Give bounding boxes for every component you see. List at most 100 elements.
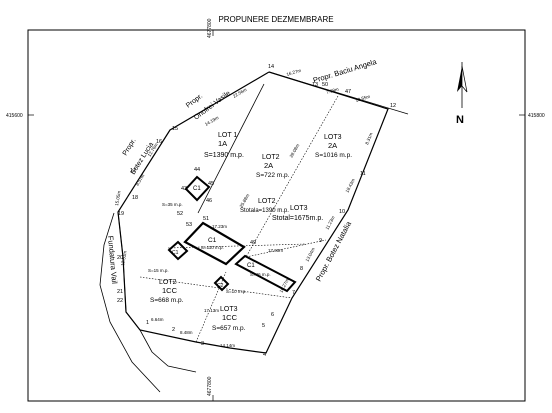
point-label: 19 <box>118 211 124 217</box>
distance-label: 14.14m <box>220 343 235 348</box>
north-arrow-icon <box>457 62 468 108</box>
point-label: 46 <box>206 198 212 204</box>
point-label: 52 <box>177 211 183 217</box>
plan-title: PROPUNERE DEZMEMBRARE <box>218 15 333 24</box>
road-edge-left <box>99 212 161 393</box>
c2-small-label: C2 <box>217 283 224 289</box>
distance-label: 18.55m <box>355 94 371 103</box>
lot2total-area: Stotala=1390 m.p. <box>240 208 289 214</box>
lot-line-5 <box>167 243 307 249</box>
point-label: 2 <box>172 327 175 333</box>
lot3total-name: LOT3 <box>290 205 308 212</box>
owner-botez-lucia-1: Propr. <box>122 137 138 157</box>
distance-label: 17.23m <box>212 224 227 229</box>
lot3a-area: S=1016 m.p. <box>315 152 352 159</box>
map-frame <box>27 29 526 402</box>
c1-main-label: C1 <box>208 237 217 244</box>
owner-botez-natalia: Propr. Botez Natalia <box>314 219 354 283</box>
lot1-name: LOT 1 <box>218 132 237 139</box>
point-label: 21 <box>117 289 123 295</box>
point-label: 45 <box>208 181 214 187</box>
grid-label-left: 415600 <box>6 113 23 119</box>
point-label: 11 <box>360 171 366 177</box>
c1-left-label: C1 <box>172 250 179 256</box>
point-label: 6 <box>271 312 274 318</box>
point-label: 4 <box>263 352 266 358</box>
point-label: 16 <box>156 139 162 145</box>
c2-small-area: S=10 m.p. <box>226 289 247 294</box>
distance-label: 6.64m <box>151 317 164 322</box>
owner-onofrei-1: Propr. <box>185 93 204 110</box>
point-label: 10 <box>339 209 345 215</box>
point-label: 18 <box>132 195 138 201</box>
distance-label: 11.23m <box>324 215 335 231</box>
distance-label: 28.08m <box>289 143 301 159</box>
c1-left-area: S=15 m.p. <box>148 268 169 273</box>
grid-label-right: 415800 <box>528 113 545 119</box>
point-label: 7 <box>292 290 295 296</box>
point-label: 50 <box>322 82 328 88</box>
point-label: 22 <box>117 298 123 304</box>
point-label: 12 <box>390 103 396 109</box>
lot1-area: S=1390 m.p. <box>204 152 244 159</box>
c1-main-area: S=110 m.p. <box>201 245 224 250</box>
lot2cc-code: 1CC <box>162 286 178 295</box>
lot2cc-area: S=668 m.p. <box>150 297 184 304</box>
point-label: 49 <box>250 240 256 246</box>
point-label: 44 <box>194 167 200 173</box>
distance-label: 22.56m <box>232 87 248 99</box>
distance-label: 18.43m <box>344 178 356 194</box>
north-label: N <box>456 114 464 126</box>
building-c1-top <box>184 175 211 202</box>
lot3cc-name: LOT3 <box>220 306 238 313</box>
lot2total-name: LOT2 <box>258 198 276 205</box>
point-label: 1 <box>146 320 149 326</box>
point-label: 9 <box>319 238 322 244</box>
distance-label: 15.05m <box>114 190 122 206</box>
distance-label: 25.88m <box>239 193 251 209</box>
lot2a-name: LOT2 <box>262 154 280 161</box>
owner-baciu: Propr. Baciu Angela <box>312 57 378 85</box>
road-edge-right <box>117 211 197 373</box>
c1-top-label: C1 <box>193 186 201 192</box>
lot-line-4 <box>195 271 227 343</box>
lot-line-1 <box>197 83 265 214</box>
c1-right-label: C1 <box>247 263 255 269</box>
point-label: 47 <box>345 89 351 95</box>
lot3total-area: Stotal=1675m.p. <box>272 215 323 222</box>
point-label: 20 <box>117 255 123 261</box>
lot2cc-name: LOT2 <box>159 279 177 286</box>
distance-label: 16.27m <box>286 68 302 77</box>
lot3a-name: LOT3 <box>324 134 342 141</box>
point-label: 5 <box>262 323 265 329</box>
point-label: 53 <box>186 222 192 228</box>
distance-label: 13.04m <box>304 247 316 263</box>
distance-label: 8.31m <box>364 132 373 146</box>
point-label: 51 <box>203 216 209 222</box>
lot3cc-area: S=657 m.p. <box>212 325 246 332</box>
distance-label: 8.57m <box>135 173 146 186</box>
lot1-code: 1A <box>218 139 227 148</box>
lot2a-code: 2A <box>264 161 273 170</box>
point-label: 8 <box>300 266 303 272</box>
distance-label: 8.48m <box>180 330 193 335</box>
c1-top-area: S=35 m.p. <box>162 202 183 207</box>
point-label: 3 <box>201 341 204 347</box>
lot2a-area: S=722 m.p. <box>256 172 290 179</box>
road-fundatura: Fundatura Vail <box>106 235 119 284</box>
distance-label: 10.27m <box>278 278 290 294</box>
c1-right-area: S=46 m.p. <box>250 272 271 277</box>
point-label: 43 <box>181 186 187 192</box>
neighbour-line-top <box>268 71 409 115</box>
point-label: 14 <box>268 64 274 70</box>
point-label: 17 <box>130 168 136 174</box>
grid-label-bottom: 4677800 <box>207 376 213 396</box>
distance-label: 12.51m <box>120 250 128 266</box>
building-c1-left <box>167 240 189 261</box>
point-label: 15 <box>172 126 178 132</box>
lot3cc-code: 1CC <box>222 313 238 322</box>
grid-label-top: 4677800 <box>207 18 213 38</box>
building-c2-small <box>213 275 230 292</box>
lot3a-code: 2A <box>328 141 337 150</box>
